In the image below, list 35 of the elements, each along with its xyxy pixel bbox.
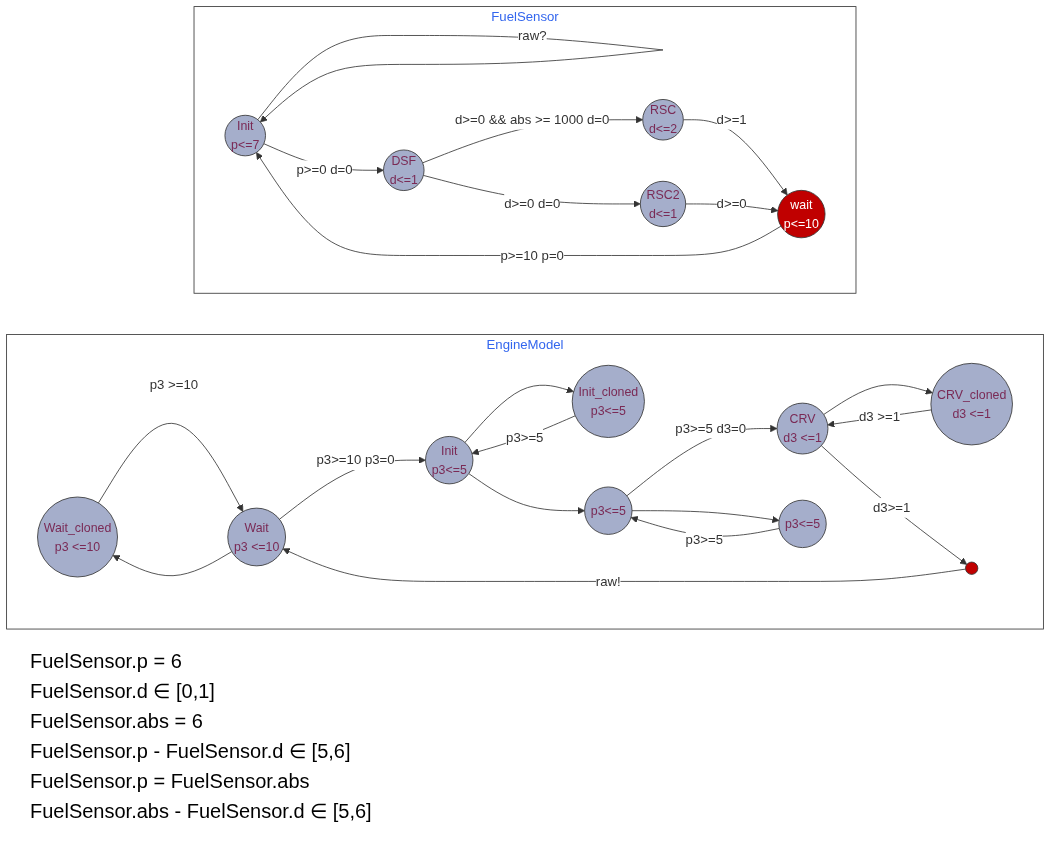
constraint-text: FuelSensor.p - FuelSensor.d ∈ [5,6]: [30, 738, 352, 764]
node-circle: Init p<=7: [224, 114, 266, 157]
edge-label: d3 >=1: [858, 409, 900, 424]
node-circle: Wait p3 <=10: [227, 507, 286, 567]
node-circle: p3<=5: [584, 486, 633, 535]
edge-label: p3 >=10: [149, 377, 199, 392]
node-circle: Init_cloned p3<=5: [571, 364, 645, 438]
edge-label: p3>=5: [685, 532, 723, 547]
node-circle: RSC d<=2: [642, 99, 684, 141]
edge-label: p>=10 p=0: [500, 248, 564, 263]
edge-label: d3>=1: [872, 500, 911, 515]
node-circle: RSC2 d<=1: [639, 180, 687, 228]
constraint-text: FuelSensor.p = 6: [30, 648, 183, 674]
edge-label: d>=1: [716, 112, 747, 127]
node-circle: wait p<=10: [777, 189, 826, 239]
constraint-text: FuelSensor.d ∈ [0,1]: [30, 678, 216, 704]
constraint-text: FuelSensor.abs = 6: [30, 708, 204, 734]
edge-label: p3>=5: [506, 430, 544, 445]
node-circle: [965, 561, 979, 575]
constraint-text: FuelSensor.abs - FuelSensor.d ∈ [5,6]: [30, 798, 373, 824]
edge-label: p3>=10 p3=0: [316, 452, 395, 467]
edge-label: d>=0 && abs >= 1000 d=0: [454, 112, 610, 127]
edge-label: d>=0 d=0: [504, 196, 561, 211]
constraint-text: FuelSensor.p = FuelSensor.abs: [30, 768, 311, 794]
node-circle: CRV_cloned d3 <=1: [930, 362, 1013, 446]
edge-label: p3>=5 d3=0: [675, 421, 747, 436]
node-circle: Wait_cloned p3 <=10: [37, 496, 118, 578]
node-circle: CRV d3 <=1: [776, 402, 829, 455]
node-circle: p3<=5: [778, 499, 827, 549]
node-circle: Init p3<=5: [425, 436, 474, 485]
edge-label: p>=0 d=0: [296, 162, 353, 177]
edge-label: d>=0: [716, 196, 747, 211]
edge-label: raw!: [595, 574, 621, 589]
node-circle: DSF d<=1: [383, 149, 425, 191]
edge-label: raw?: [517, 28, 547, 43]
